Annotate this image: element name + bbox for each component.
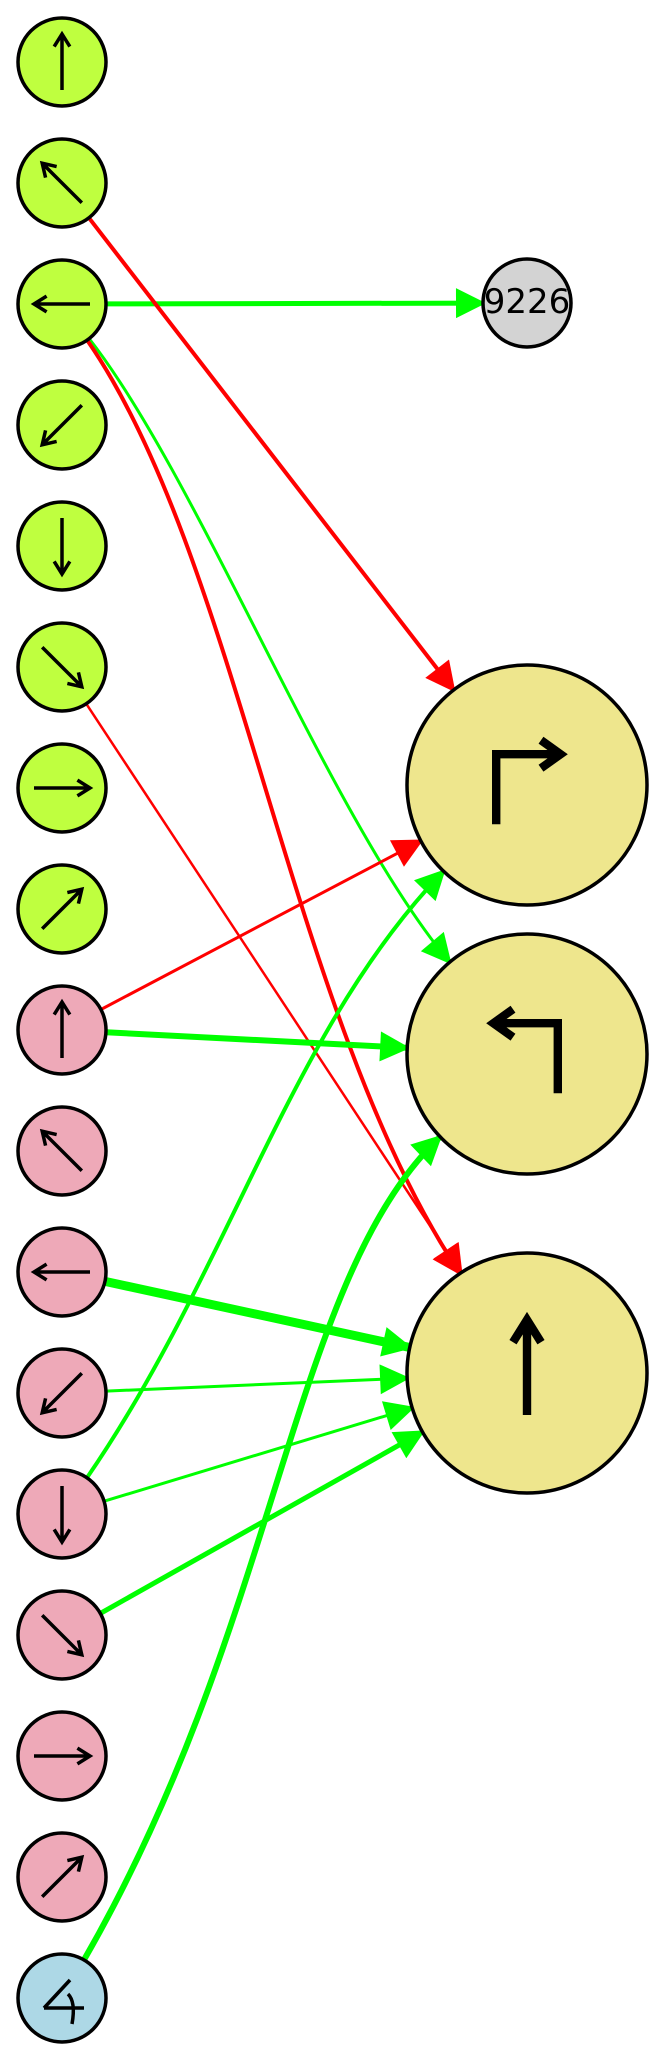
hidden-node-circle (481, 257, 573, 349)
node-layer (16, 16, 649, 2044)
edge-s2-to-o1 (87, 337, 452, 965)
edge-n3-to-o2 (105, 1364, 411, 1395)
node-sensor-s2 (16, 258, 108, 350)
node-neuron-n5 (16, 1589, 108, 1681)
node-output-o2 (405, 1251, 649, 1495)
turn-right-icon (492, 736, 568, 825)
node-sensor-s5 (16, 621, 108, 713)
connection-layer (81, 216, 486, 1962)
arrow-down-icon (52, 518, 72, 578)
edge-s2-to-h0 (105, 288, 486, 319)
output-node-circle (405, 663, 649, 907)
edge-n4-to-o2 (103, 1401, 416, 1503)
node-hidden-h0 (481, 257, 573, 349)
edge-n2-to-o2 (104, 1276, 413, 1357)
edge-b0-to-o1 (81, 1134, 443, 1962)
arrow-up-left-icon (39, 160, 84, 205)
forward-icon (509, 1311, 545, 1415)
node-sensor-s7 (16, 863, 108, 955)
node-neuron-n0 (16, 984, 108, 1076)
arrow-up-right-icon (40, 886, 85, 931)
node-bias-b0 (16, 1952, 108, 2044)
edge-n0-to-o1 (105, 1029, 411, 1062)
node-neuron-n6 (16, 1710, 108, 1802)
arrow-down-left-icon (39, 403, 84, 448)
node-neuron-n3 (16, 1347, 108, 1439)
edge-s1-to-o0 (87, 216, 456, 693)
arrow-down-left-icon (39, 1371, 84, 1416)
node-sensor-s1 (16, 137, 108, 229)
arrow-left-icon (30, 1262, 90, 1282)
node-neuron-n4 (16, 1468, 108, 1560)
node-sensor-s4 (16, 500, 108, 592)
angle-icon (42, 1978, 84, 2025)
edge-s2-to-o2 (85, 338, 462, 1276)
arrow-up-icon (52, 30, 72, 90)
arrow-right-icon (34, 778, 94, 798)
edge-n4-to-o0 (85, 869, 446, 1479)
node-neuron-n2 (16, 1226, 108, 1318)
edge-n0-to-o0 (100, 839, 424, 1011)
turn-left-icon (486, 1005, 562, 1094)
hidden-node-label: 9226 (484, 282, 571, 322)
arrow-down-icon (52, 1486, 72, 1546)
node-output-o0 (405, 663, 649, 907)
node-sensor-s6 (16, 742, 108, 834)
arrow-down-right-icon (40, 1613, 85, 1658)
node-neuron-n1 (16, 1105, 108, 1197)
node-sensor-s3 (16, 379, 108, 471)
arrow-down-right-icon (40, 645, 85, 690)
bias-node-circle (16, 1952, 108, 2044)
arrow-up-right-icon (40, 1854, 85, 1899)
node-sensor-s0 (16, 16, 108, 108)
arrow-up-icon (52, 998, 72, 1058)
edge-s5-to-o2 (85, 703, 463, 1276)
node-neuron-n7 (16, 1831, 108, 1923)
arrow-up-left-icon (39, 1128, 84, 1173)
output-node-circle (405, 932, 649, 1176)
arrow-left-icon (30, 294, 90, 314)
node-output-o1 (405, 932, 649, 1176)
arrow-right-icon (34, 1746, 94, 1766)
